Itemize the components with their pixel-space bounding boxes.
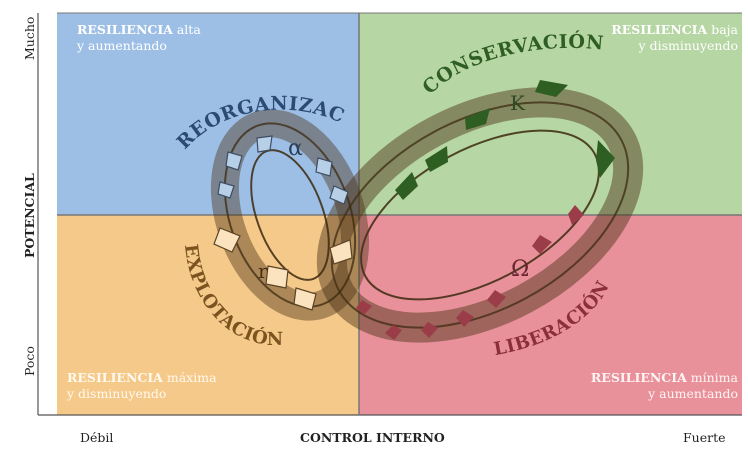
conservation-arrows — [395, 80, 615, 200]
reorganization-arrows — [217, 135, 349, 205]
y-axis-high-label: Mucho — [22, 16, 37, 60]
quadrant-reorganization — [57, 13, 359, 215]
resilience-label-top-right: RESILIENCIA baja y disminuyendo — [611, 22, 738, 53]
resilience-label-top-left: RESILIENCIA alta y aumentando — [77, 22, 201, 53]
y-axis-title: POTENCIAL — [22, 173, 37, 258]
resilience-label-bottom-right: RESILIENCIA mínima y aumentando — [590, 370, 738, 401]
y-axis-low-label: Poco — [22, 346, 37, 376]
release-arrows — [356, 205, 584, 340]
alpha-symbol: α — [288, 136, 303, 161]
x-axis-low-label: Débil — [80, 430, 114, 445]
exploitation-arrows — [213, 227, 353, 311]
quadrant-exploitation — [57, 215, 359, 415]
r-symbol: r — [258, 259, 268, 283]
large-loop — [316, 87, 644, 343]
quadrant-conservation — [359, 13, 742, 215]
k-symbol: K — [510, 91, 526, 115]
resilience-label-bottom-left: RESILIENCIA máxima y disminuyendo — [67, 370, 217, 401]
omega-symbol: Ω — [511, 257, 529, 282]
x-axis-title: CONTROL INTERNO — [300, 430, 445, 445]
x-axis-high-label: Fuerte — [683, 430, 726, 445]
